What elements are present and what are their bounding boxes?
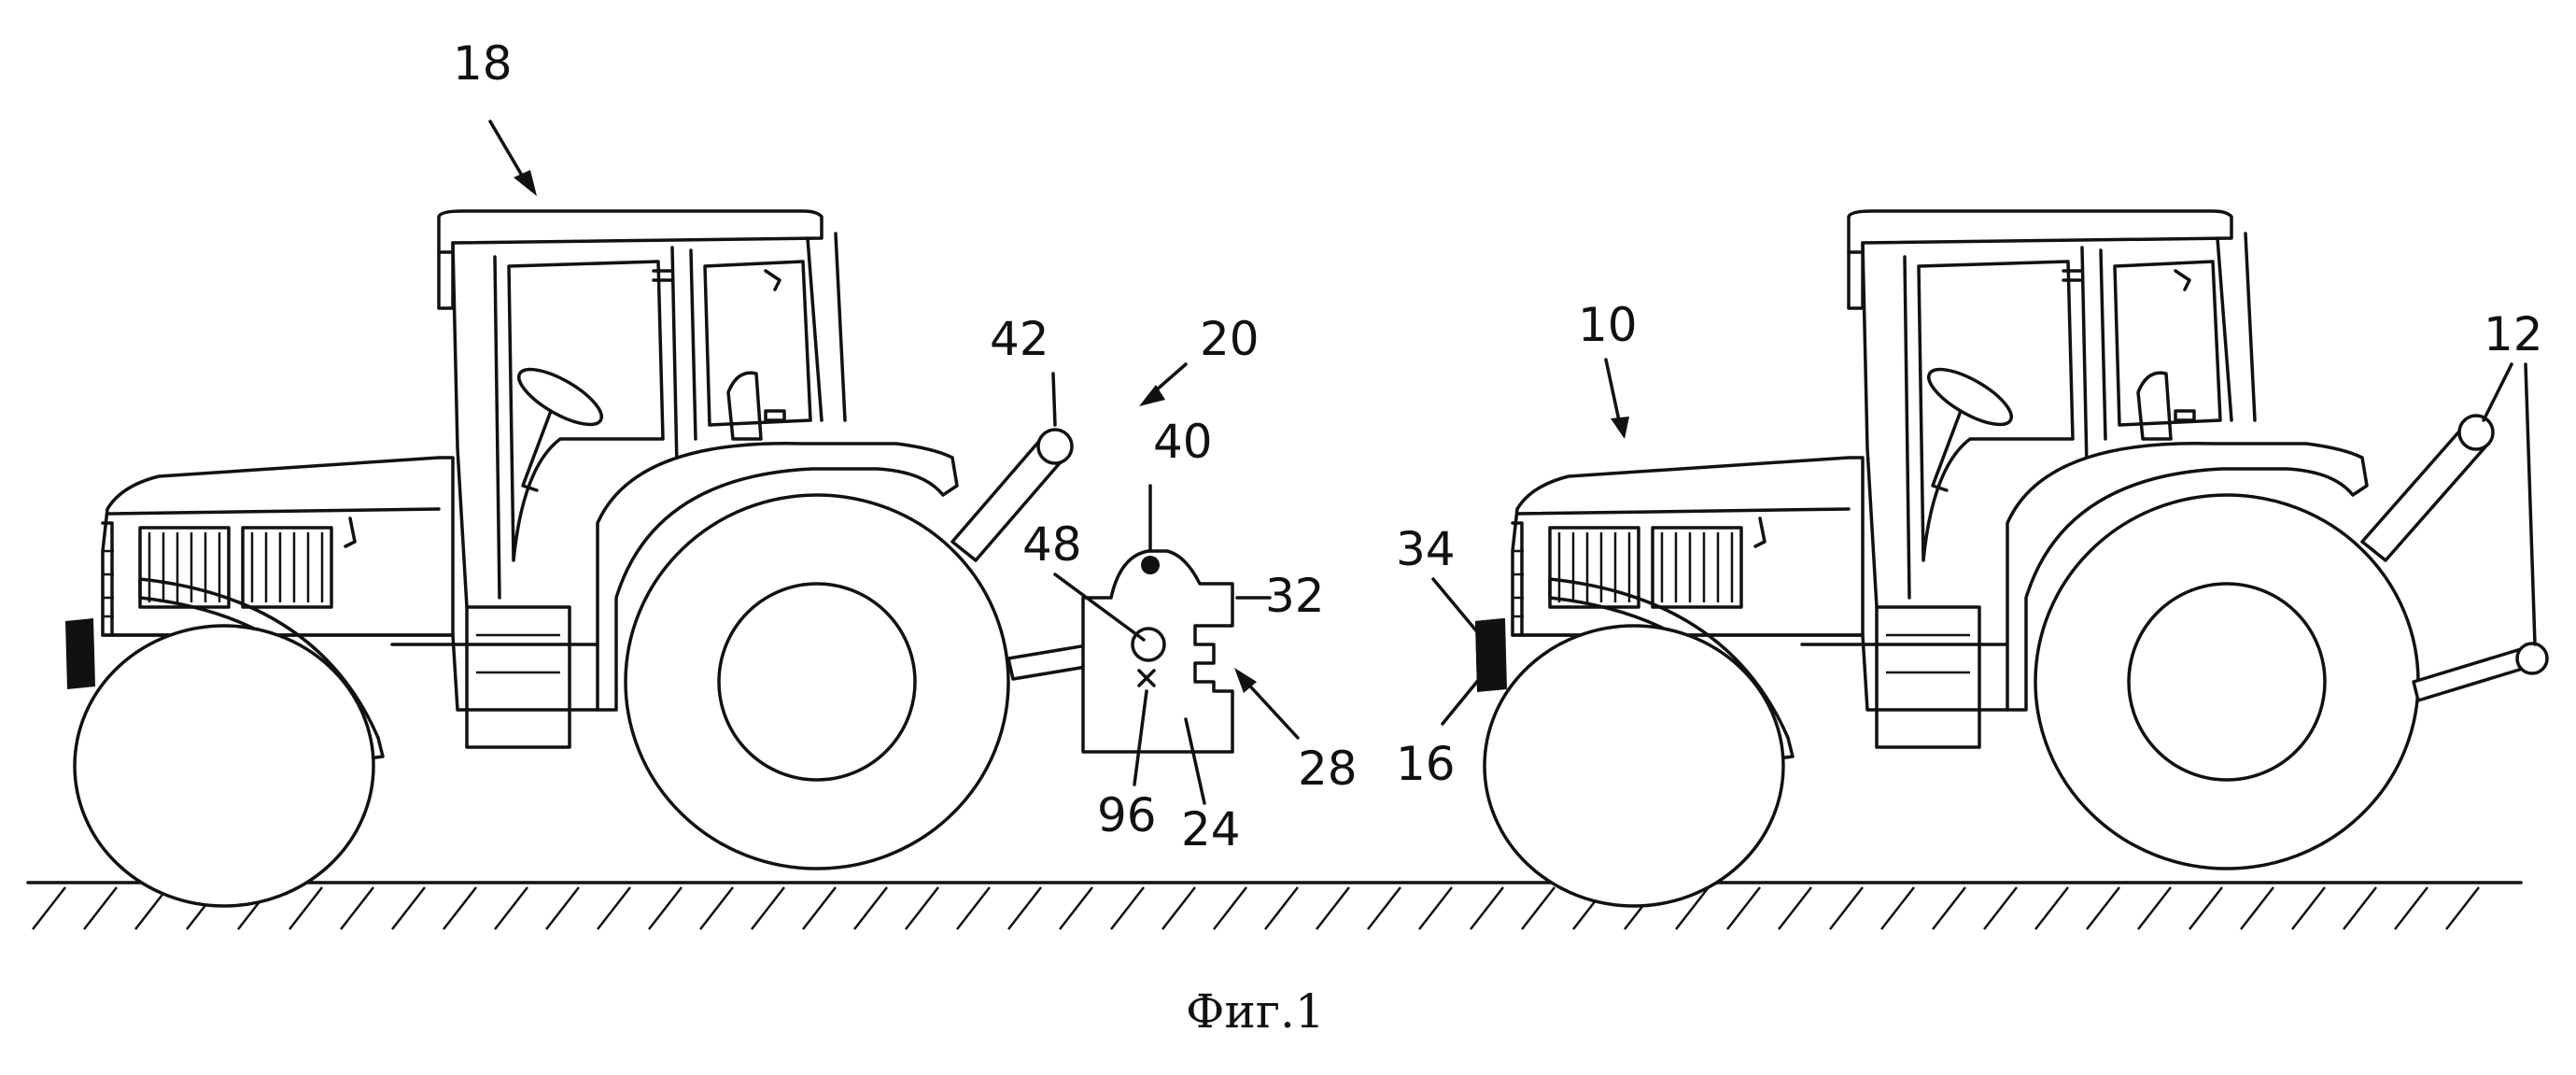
ground-hatch-line <box>1265 887 1298 929</box>
figure-caption: Фиг.1 <box>1186 984 1325 1039</box>
ground-hatch-line <box>1779 887 1811 929</box>
front-coupling-34 <box>1475 618 1507 692</box>
ground-hatch-line <box>2395 887 2428 929</box>
ground-hatch-line <box>2446 887 2479 929</box>
label-32: 32 <box>1265 569 1325 623</box>
label-96: 96 <box>1097 788 1157 842</box>
ground-hatch-line <box>1060 887 1092 929</box>
ground-hatch-line <box>546 887 579 929</box>
ground-hatch-line <box>700 887 733 929</box>
ground-hatch-line <box>2035 887 2068 929</box>
ground-hatch-line <box>2087 887 2119 929</box>
ground-hatch-line <box>752 887 784 929</box>
ground-hatch-line <box>1471 887 1503 929</box>
ground-hatch-line <box>1830 887 1863 929</box>
ground-hatch-line <box>392 887 425 929</box>
label-10: 10 <box>1578 298 1638 352</box>
ground-hatch-line <box>854 887 887 929</box>
label-20: 20 <box>1200 312 1260 366</box>
ground-hatch-line <box>1162 887 1195 929</box>
ground-hatch-line <box>84 887 117 929</box>
ground-hatch-line <box>33 887 65 929</box>
label-18: 18 <box>453 36 513 91</box>
ground-hatch-line <box>649 887 682 929</box>
ground-hatch-line <box>443 887 476 929</box>
ground-hatch-line <box>1008 887 1041 929</box>
label-40: 40 <box>1153 415 1213 469</box>
ground-hatch-line <box>906 887 938 929</box>
ground-hatch-line <box>1522 887 1555 929</box>
label-34: 34 <box>1396 522 1456 576</box>
ground-hatch-line <box>598 887 630 929</box>
ground-hatch-line <box>1111 887 1144 929</box>
coupling-device-20 <box>1083 551 1232 752</box>
ground <box>28 883 2521 929</box>
ground-hatch-line <box>1214 887 1246 929</box>
ground-hatch-line <box>289 887 322 929</box>
label-48: 48 <box>1022 517 1082 572</box>
label-28: 28 <box>1298 742 1358 796</box>
label-12: 12 <box>2484 307 2543 361</box>
label-42: 42 <box>990 312 1049 366</box>
ground-hatch-line <box>1316 887 1349 929</box>
ground-hatch-line <box>1933 887 1965 929</box>
ground-hatch-line <box>1727 887 1760 929</box>
ground-hatch-line <box>2138 887 2171 929</box>
tractor-18 <box>65 211 1008 906</box>
ground-hatch-line <box>2344 887 2376 929</box>
ground-hatch-line <box>957 887 990 929</box>
ground-hatch-line <box>1419 887 1452 929</box>
ground-hatch-line <box>1984 887 2017 929</box>
ground-hatch-line <box>2241 887 2273 929</box>
ground-hatch-line <box>1881 887 1914 929</box>
label-24: 24 <box>1181 802 1241 856</box>
ground-hatch-line <box>341 887 373 929</box>
ground-hatch-line <box>803 887 836 929</box>
ground-hatch-line <box>2189 887 2222 929</box>
ground-hatch-line <box>495 887 528 929</box>
ground-hatch-line <box>1368 887 1401 929</box>
label-16: 16 <box>1396 737 1456 791</box>
ground-hatch-line <box>2292 887 2325 929</box>
